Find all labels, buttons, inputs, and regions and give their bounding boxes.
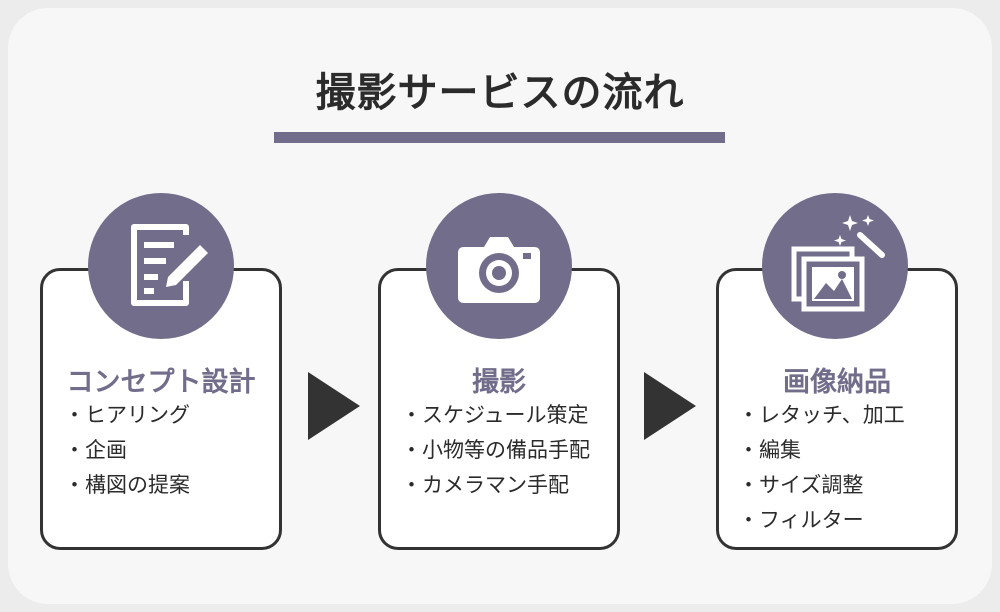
step-title-delivery: 画像納品	[783, 367, 891, 398]
step-icon-circle-concept	[88, 193, 234, 339]
step-title-concept: コンセプト設計	[66, 367, 256, 398]
camera-icon	[458, 237, 540, 303]
document-pencil-icon	[131, 224, 208, 306]
step-title-shooting: 撮影	[472, 367, 526, 398]
step-icon-circle-shooting	[426, 193, 572, 339]
flow-arrow-1	[308, 372, 360, 440]
list-item: サイズ調整	[738, 468, 905, 503]
list-item: 小物等の備品手配	[401, 433, 590, 468]
step-items-concept: ヒアリング 企画 構図の提案	[64, 398, 190, 503]
page-title: 撮影サービスの流れ	[315, 70, 685, 116]
list-item: ヒアリング	[64, 398, 190, 433]
list-item: 編集	[738, 433, 905, 468]
title-underline	[274, 132, 725, 143]
list-item: カメラマン手配	[401, 468, 590, 503]
photo-magic-icon	[791, 215, 885, 312]
list-item: フィルター	[738, 503, 905, 538]
list-item: スケジュール策定	[401, 398, 590, 433]
step-items-delivery: レタッチ、加工 編集 サイズ調整 フィルター	[738, 398, 905, 538]
list-item: 企画	[64, 433, 190, 468]
flow-arrow-2	[644, 372, 696, 440]
step-icon-circle-delivery	[762, 193, 908, 339]
list-item: 構図の提案	[64, 468, 190, 503]
list-item: レタッチ、加工	[738, 398, 905, 433]
step-items-shooting: スケジュール策定 小物等の備品手配 カメラマン手配	[401, 398, 590, 503]
